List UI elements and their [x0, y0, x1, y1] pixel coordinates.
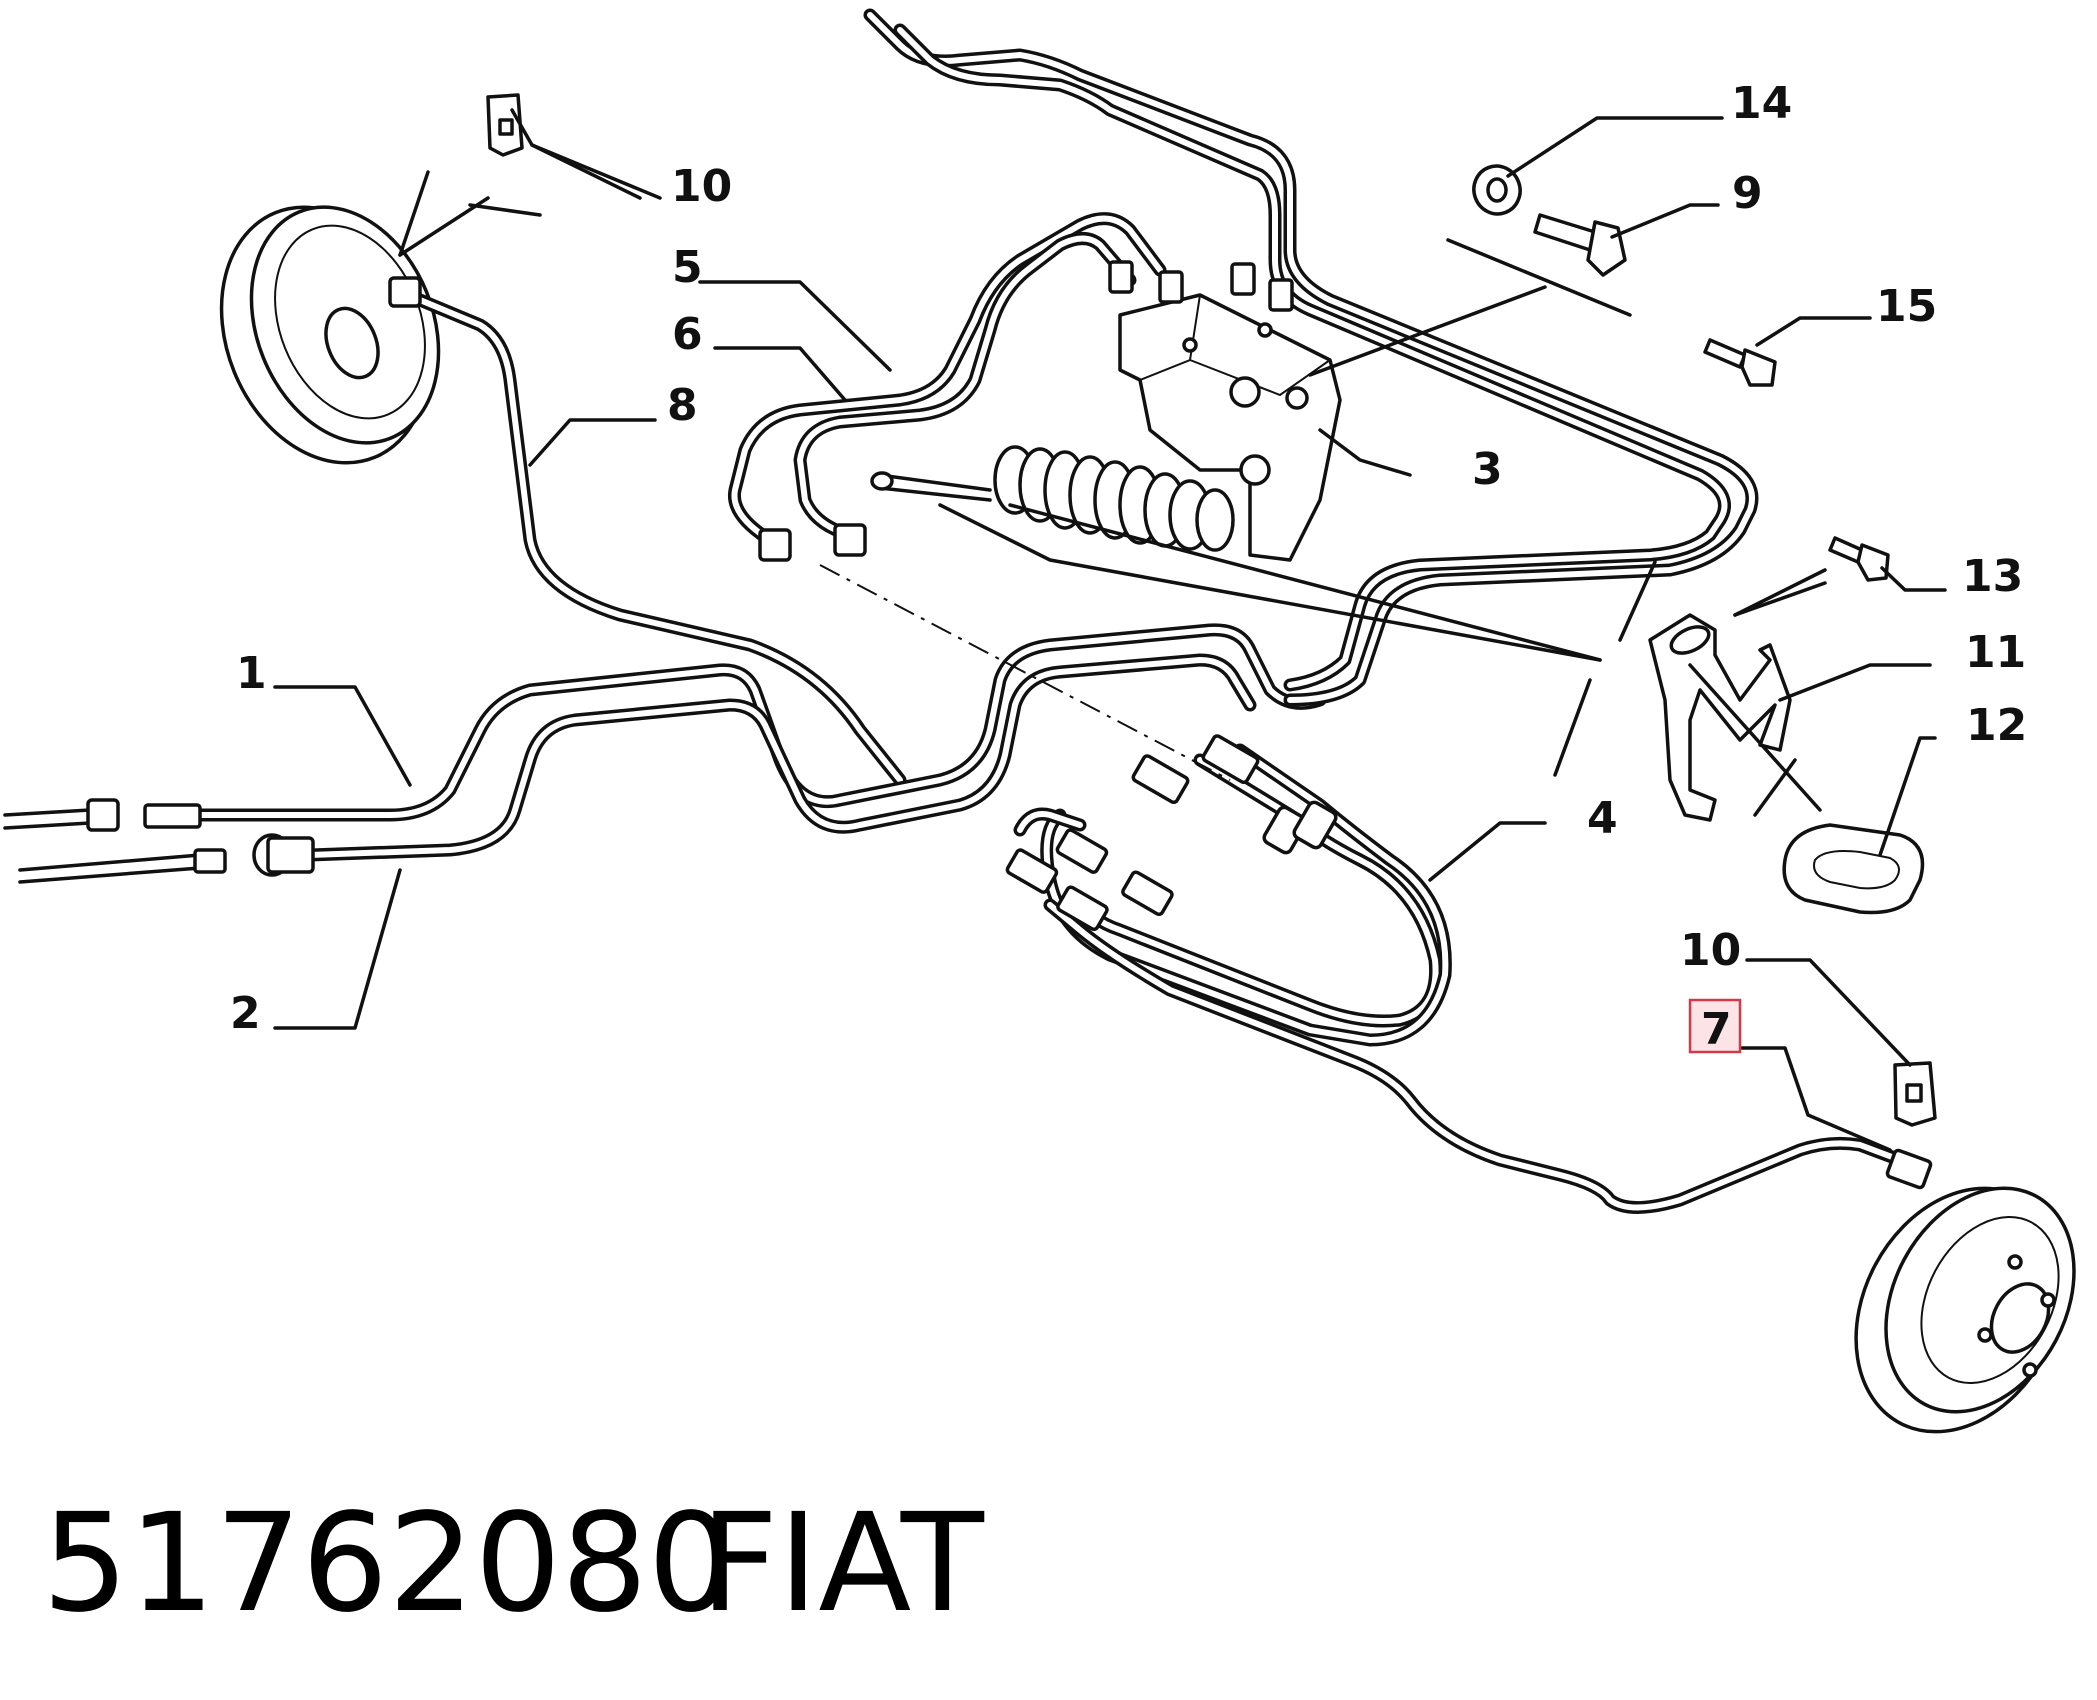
callout-2: 2 [230, 988, 261, 1039]
axis-line [819, 564, 1231, 781]
left-brake-drum [219, 205, 441, 465]
callout-9: 9 [1732, 168, 1763, 219]
clip-10-top [486, 93, 524, 157]
leader-lines [273, 108, 1947, 1152]
callout-10-top: 10 [671, 161, 732, 212]
inlet-fittings [3, 276, 1933, 1190]
reference-lines [398, 170, 1827, 817]
washer-14 [1472, 164, 1522, 216]
bolt-13 [1828, 536, 1890, 582]
pressure-regulator-valve [870, 260, 1342, 562]
part-number: 51762080 [42, 1485, 734, 1643]
callout-14: 14 [1731, 78, 1792, 129]
callout-10-bottom: 10 [1680, 925, 1741, 976]
callout-3: 3 [1472, 444, 1503, 495]
regulator-spring [993, 445, 1235, 552]
callout-11: 11 [1965, 627, 2026, 678]
right-brake-drum [1854, 1186, 2076, 1434]
callout-6: 6 [672, 309, 703, 360]
clip-10-bottom [1893, 1061, 1937, 1127]
callout-12: 12 [1966, 700, 2027, 751]
callout-8: 8 [667, 380, 698, 431]
brand-name: FIAT [700, 1485, 985, 1643]
callout-7: 7 [1701, 1004, 1732, 1055]
brake-pipes [188, 8, 1907, 1214]
callout-7-highlight [1688, 998, 1742, 1054]
callout-1: 1 [236, 648, 267, 699]
callout-13: 13 [1962, 551, 2023, 602]
callout-5: 5 [672, 242, 703, 293]
callout-4: 4 [1587, 793, 1618, 844]
bolt-15 [1703, 338, 1777, 387]
callout-15: 15 [1876, 281, 1937, 332]
bracket-11 [1648, 613, 1792, 822]
grommet-12 [1782, 823, 1925, 915]
bolt-9 [1533, 213, 1627, 277]
